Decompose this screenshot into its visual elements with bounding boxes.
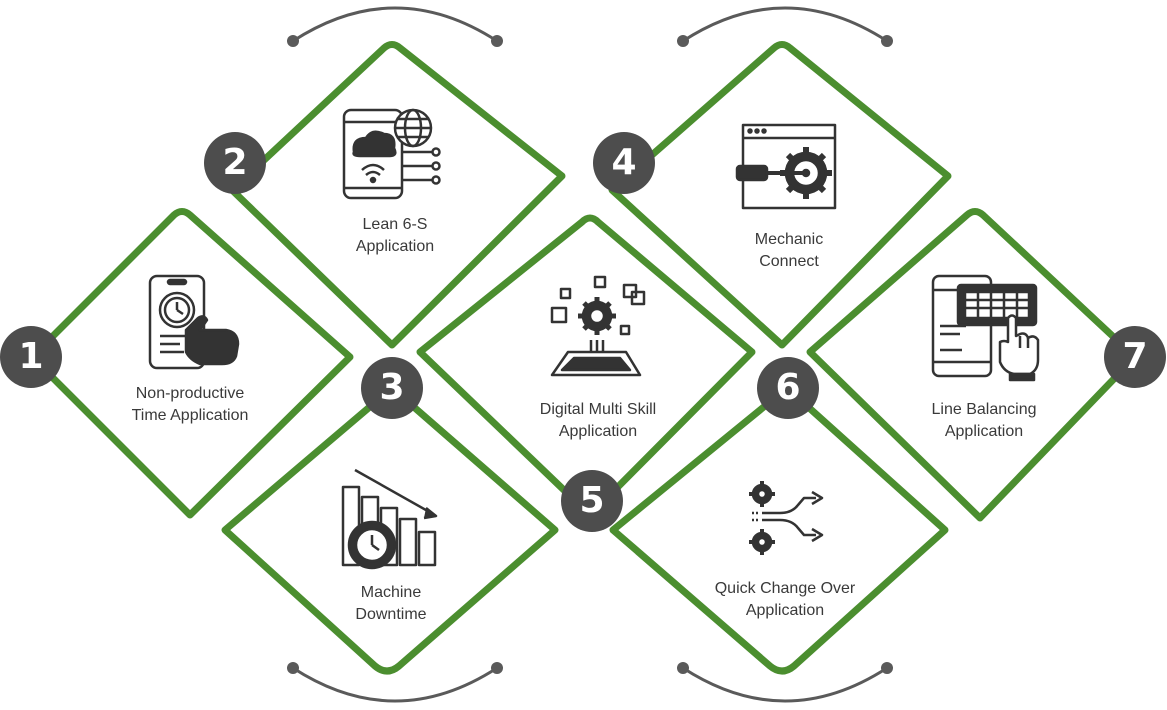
- diamond-frame-3: [221, 384, 559, 675]
- diamond-frame-5: [416, 214, 756, 519]
- diamond-frame-7: [806, 208, 1139, 522]
- step-6-label: Quick Change Over Application: [685, 578, 885, 622]
- step-7-badge: 7: [1104, 326, 1166, 388]
- step-6-label-line1: Quick Change Over: [714, 580, 856, 597]
- connector-arc-top-left: [292, 6, 498, 43]
- connector-arcs: [292, 6, 888, 703]
- connector-dots: [287, 35, 893, 674]
- step-2-label-line1: Lean 6-S: [362, 216, 428, 233]
- step-1-label-line2: Time Application: [131, 407, 249, 424]
- step-5-badge: 5: [561, 470, 623, 532]
- step-1-label-line1: Non-productive: [135, 385, 245, 402]
- step-3-label-line1: Machine: [360, 584, 422, 601]
- step-4-label-line1: Mechanic: [754, 231, 824, 248]
- step-3-label: Machine Downtime: [291, 582, 491, 626]
- step-4-label-line2: Connect: [759, 253, 819, 270]
- step-7-label: Line Balancing Application: [884, 399, 1084, 443]
- declining-chart-clock-icon: [341, 468, 438, 570]
- step-6-badge: 6: [757, 357, 819, 419]
- step-6-label-line2: Application: [745, 602, 825, 619]
- step-3-badge: 3: [361, 357, 423, 419]
- diamond-frame-6: [609, 384, 949, 675]
- diamond-frame-1: [28, 208, 354, 519]
- browser-gear-wrench-icon: [735, 123, 837, 210]
- step-2-label: Lean 6-S Application: [295, 214, 495, 258]
- gears-arrows-icon: [749, 481, 824, 555]
- step-5-label-line1: Digital Multi Skill: [539, 401, 657, 418]
- step-1-badge: 1: [0, 326, 62, 388]
- digital-gear-platform-icon: [550, 275, 646, 377]
- step-4-badge: 4: [593, 132, 655, 194]
- step-4-label: Mechanic Connect: [689, 229, 889, 273]
- diamond-frame-4: [608, 41, 952, 349]
- screen-hand-table-icon: [931, 274, 1040, 382]
- touch-clock-phone-icon: [148, 274, 240, 370]
- step-7-label-line2: Application: [944, 423, 1024, 440]
- step-7-label-line1: Line Balancing: [931, 401, 1037, 418]
- connector-arc-top-right: [682, 6, 888, 43]
- diamond-frame-2: [228, 41, 566, 349]
- cloud-wifi-phone-icon: [342, 108, 441, 200]
- step-2-badge: 2: [204, 132, 266, 194]
- step-1-label: Non-productive Time Application: [90, 383, 290, 427]
- step-5-label-line2: Application: [558, 423, 638, 440]
- step-2-label-line2: Application: [355, 238, 435, 255]
- step-5-label: Digital Multi Skill Application: [498, 399, 698, 443]
- connector-arc-bottom-left: [292, 666, 498, 703]
- step-3-label-line2: Downtime: [355, 606, 427, 623]
- connector-arc-bottom-right: [682, 666, 888, 703]
